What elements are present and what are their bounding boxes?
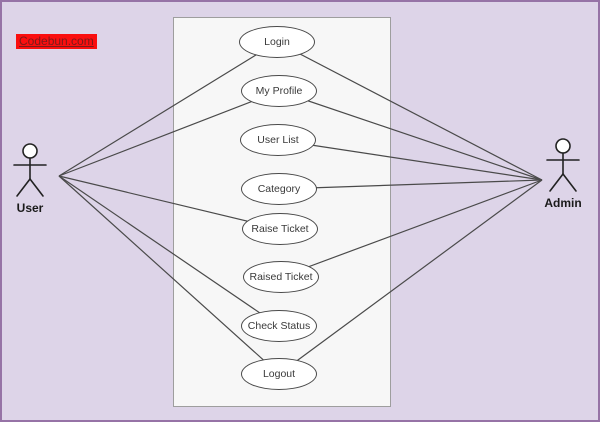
- actor-user: User: [6, 142, 54, 215]
- actor-user-label: User: [16, 201, 44, 215]
- admin-stick-figure-icon: [546, 138, 580, 192]
- usecase-category: Category: [241, 173, 317, 205]
- usecase-check-status: Check Status: [241, 310, 317, 342]
- usecase-raise-ticket: Raise Ticket: [242, 213, 318, 245]
- actor-admin-label: Admin: [544, 196, 582, 210]
- usecase-user-list: User List: [240, 124, 316, 156]
- usecase-raised-ticket: Raised Ticket: [243, 261, 319, 293]
- actor-admin: Admin: [539, 137, 587, 210]
- usecase-login: Login: [239, 26, 315, 58]
- usecase-logout: Logout: [241, 358, 317, 390]
- watermark-label: Codebun.com: [16, 34, 97, 49]
- usecase-my-profile: My Profile: [241, 75, 317, 107]
- user-stick-figure-icon: [13, 143, 47, 197]
